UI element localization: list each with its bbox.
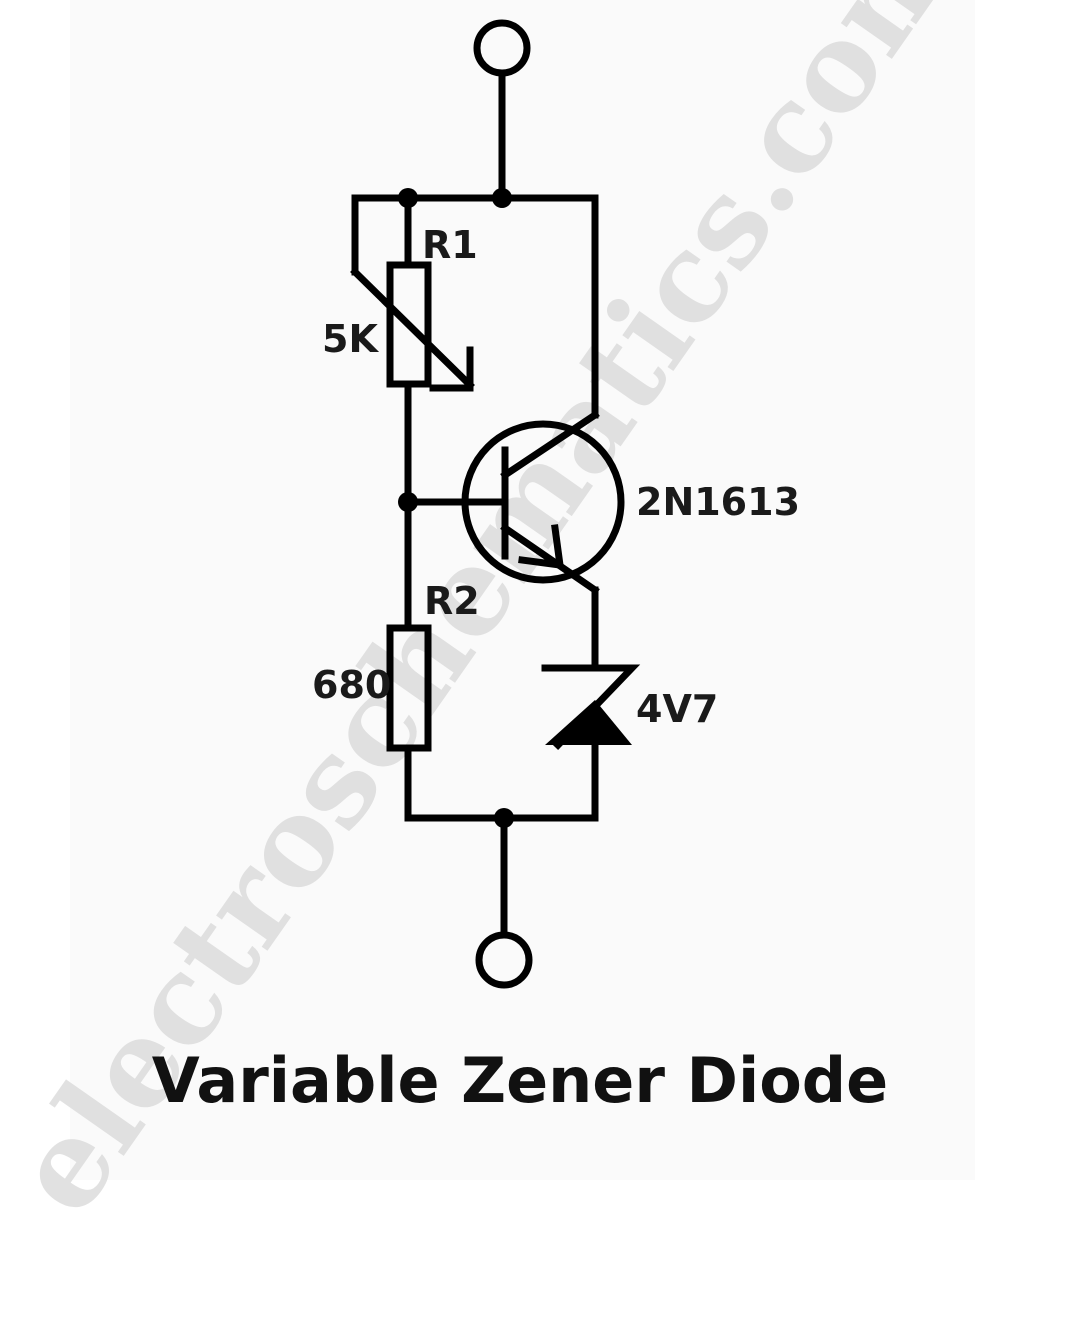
d1-value-label: 4V7 xyxy=(636,687,718,731)
r1-designator-label: R1 xyxy=(422,223,478,267)
r2-value-label: 680 xyxy=(312,663,391,707)
wires xyxy=(351,69,599,939)
r1-value-label: 5K xyxy=(322,317,379,361)
q1-part-label: 2N1613 xyxy=(636,480,800,524)
d1-zener-diode xyxy=(541,664,641,750)
r1-variable-resistor xyxy=(350,261,475,392)
q1-transistor xyxy=(461,410,625,595)
junction-dots xyxy=(398,188,514,828)
r2-resistor xyxy=(386,624,432,752)
r2-designator-label: R2 xyxy=(424,579,480,623)
diagram-title: Variable Zener Diode xyxy=(152,1044,888,1117)
